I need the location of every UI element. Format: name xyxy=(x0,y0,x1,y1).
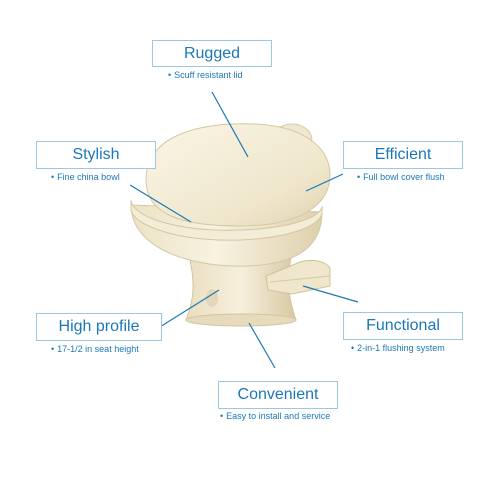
feature-description: •Full bowl cover flush xyxy=(357,172,445,182)
leader-line-rugged xyxy=(211,91,249,158)
feature-title: Efficient xyxy=(374,146,432,163)
lid xyxy=(145,123,331,227)
leader-line-high-profile xyxy=(154,289,220,331)
leader-line-functional xyxy=(302,285,359,303)
feature-description: •Scuff resistant lid xyxy=(168,70,243,80)
feature-bullet-text: Easy to install and service xyxy=(226,411,331,421)
feature-title: Functional xyxy=(366,317,440,334)
feature-title: High profile xyxy=(58,318,140,335)
leader-line-stylish xyxy=(129,184,192,223)
feature-title-box: Stylish xyxy=(36,141,156,169)
feature-title: Rugged xyxy=(183,45,241,62)
feature-title-box: Rugged xyxy=(152,40,272,67)
flush-pedal xyxy=(265,259,331,295)
feature-bullet-text: 2-in-1 flushing system xyxy=(357,343,445,353)
feature-bullet-text: Scuff resistant lid xyxy=(174,70,243,80)
feature-description: •Fine china bowl xyxy=(51,172,120,182)
seat xyxy=(130,199,323,241)
toilet-graphic xyxy=(130,123,331,327)
feature-bullet-text: Full bowl cover flush xyxy=(363,172,445,182)
feature-title-box: Efficient xyxy=(343,141,463,169)
leader-line-convenient xyxy=(248,322,276,369)
feature-bullet-text: 17-1/2 in seat height xyxy=(57,344,139,354)
feature-title-box: Convenient xyxy=(218,381,338,409)
feature-title-box: Functional xyxy=(343,312,463,340)
leader-line-efficient xyxy=(305,173,344,192)
feature-description: •2-in-1 flushing system xyxy=(351,343,445,353)
feature-title: Stylish xyxy=(72,146,120,163)
feature-description: •Easy to install and service xyxy=(220,411,331,421)
feature-title: Convenient xyxy=(237,386,319,403)
feature-bullet-text: Fine china bowl xyxy=(57,172,120,182)
leader-lines xyxy=(129,91,359,369)
feature-description: •17-1/2 in seat height xyxy=(51,344,139,354)
feature-title-box: High profile xyxy=(36,313,162,341)
